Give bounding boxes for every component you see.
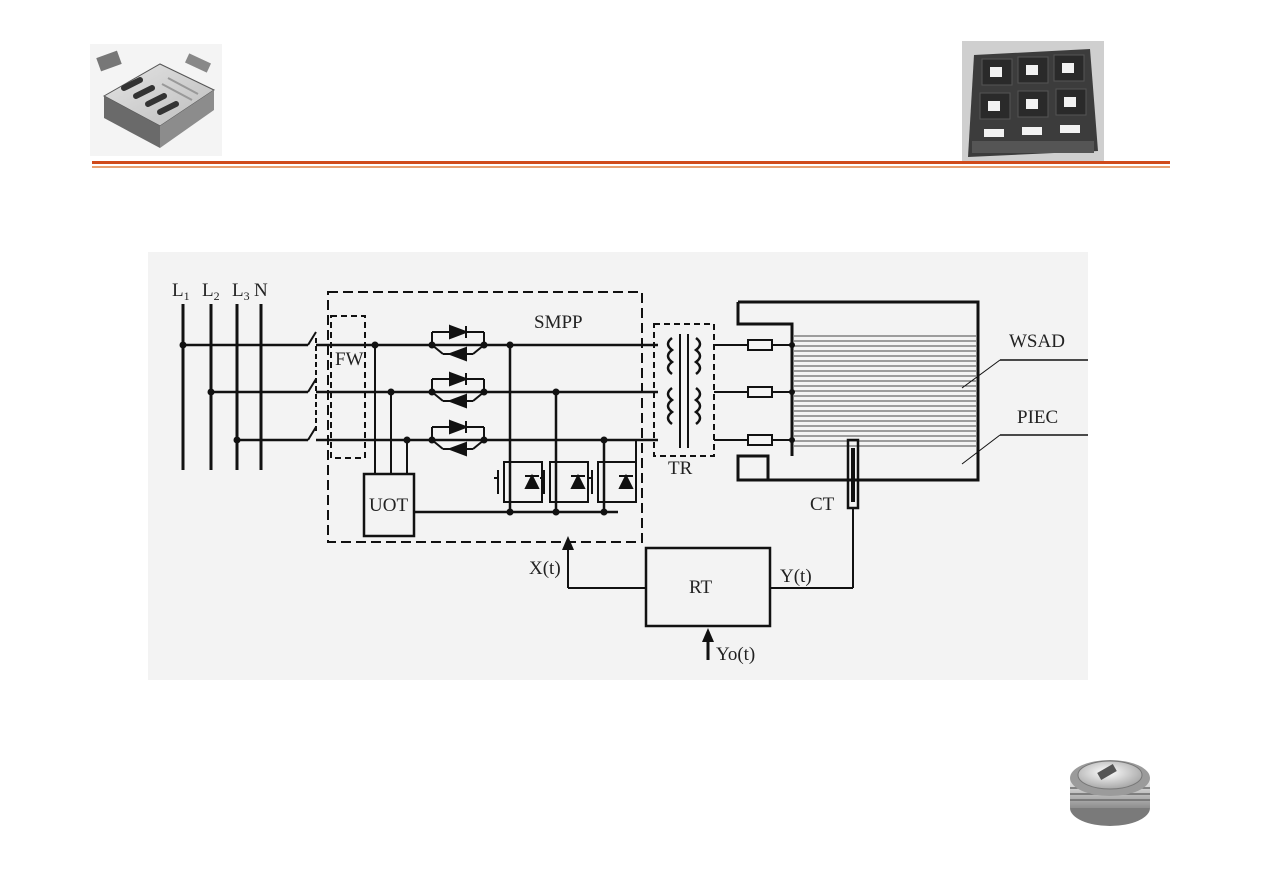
label-l1: L1 [172, 280, 190, 303]
circuit-diagram: L1 L2 L3 N FW SMPP UOT TR CT WSAD PIEC R… [148, 252, 1098, 680]
label-tr: TR [668, 458, 693, 479]
label-l3: L3 [232, 280, 250, 303]
signal-y: Y(t) [780, 566, 812, 587]
label-l2: L2 [202, 280, 220, 303]
label-piec: PIEC [1017, 407, 1058, 428]
igbt-module-photo-icon [90, 44, 222, 156]
label-fw: FW [335, 349, 364, 370]
power-module-photo-icon [962, 41, 1104, 163]
label-ct: CT [810, 494, 835, 515]
signal-x: X(t) [529, 558, 561, 579]
label-smpp: SMPP [534, 312, 583, 333]
label-rt: RT [689, 577, 713, 598]
signal-yo: Yo(t) [716, 644, 755, 665]
press-pack-thyristor-photo-icon [1062, 742, 1158, 834]
label-uot: UOT [369, 495, 408, 516]
label-wsad: WSAD [1009, 331, 1065, 352]
label-n: N [254, 280, 268, 301]
